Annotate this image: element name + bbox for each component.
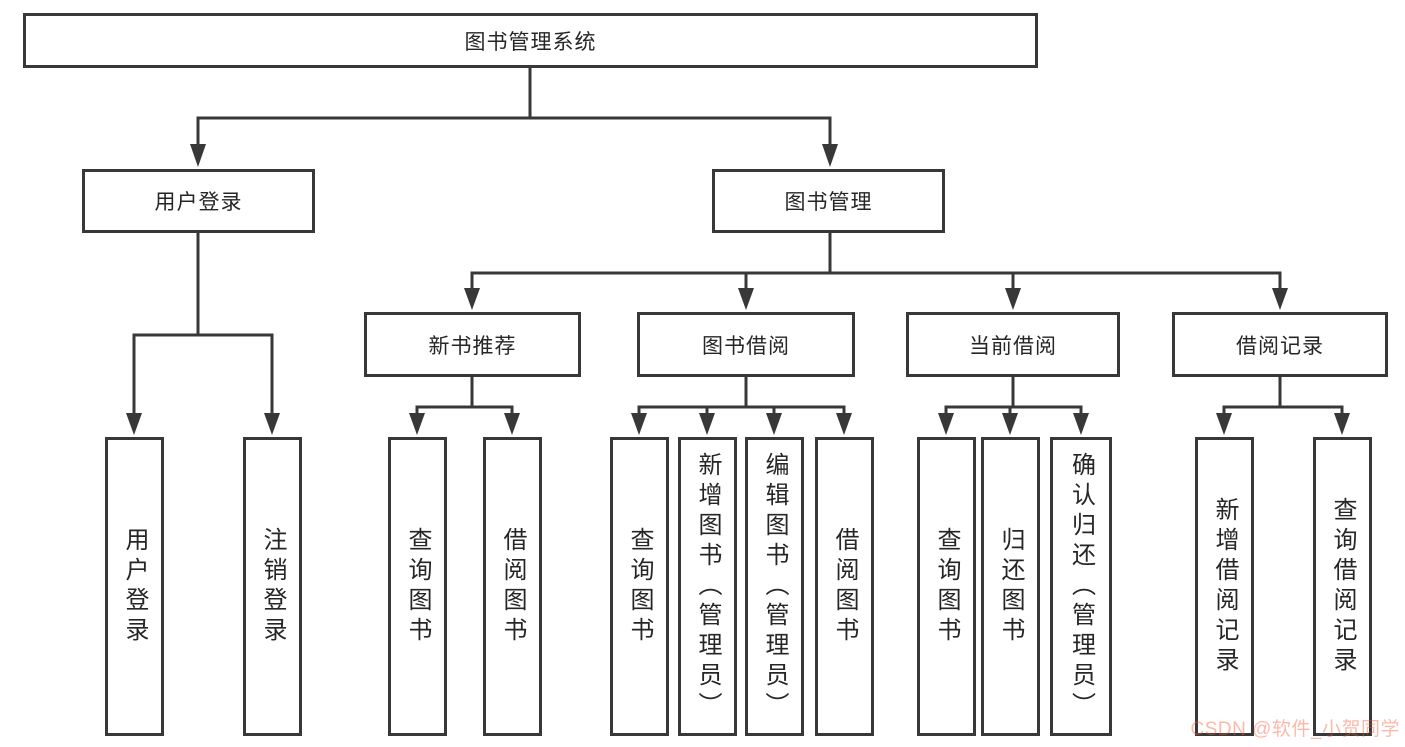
leaf-logout: 注销登录 [243, 437, 302, 736]
csdn-watermark: CSDN @软件_小贺同学 [1190, 719, 1400, 740]
node-library-management-system: 图书管理系统 [23, 13, 1038, 68]
leaf-return-books-label: 归还图书 [997, 526, 1024, 647]
leaf-borrow-books: 借阅图书 [815, 437, 874, 736]
node-book-management: 图书管理 [712, 169, 945, 233]
leaf-add-borrow-record-label: 新增借阅记录 [1211, 496, 1238, 677]
leaf-borrow-books-recommend: 借阅图书 [483, 437, 542, 736]
leaf-edit-book-admin-label: 编辑图书（管理员） [761, 451, 788, 722]
node-current-borrowing: 当前借阅 [906, 312, 1120, 377]
leaf-borrow-books-recommend-label: 借阅图书 [499, 526, 526, 647]
leaf-query-books-borrowing: 查询图书 [610, 437, 669, 736]
node-borrow-records: 借阅记录 [1172, 312, 1388, 377]
leaf-query-books-recommend-label: 查询图书 [404, 526, 431, 647]
leaf-confirm-return-admin: 确认归还（管理员） [1050, 437, 1112, 736]
leaf-user-login: 用户登录 [105, 437, 164, 736]
node-new-book-recommendation: 新书推荐 [364, 312, 581, 377]
leaf-edit-book-admin: 编辑图书（管理员） [745, 437, 804, 736]
node-book-borrowing: 图书借阅 [637, 312, 855, 377]
leaf-add-book-admin: 新增图书（管理员） [678, 437, 737, 736]
leaf-borrow-books-label: 借阅图书 [831, 526, 858, 647]
leaf-query-books-current: 查询图书 [917, 437, 976, 736]
leaf-query-books-borrowing-label: 查询图书 [626, 526, 653, 647]
leaf-confirm-return-admin-label: 确认归还（管理员） [1067, 451, 1095, 722]
leaf-query-books-current-label: 查询图书 [933, 526, 960, 647]
node-user-login: 用户登录 [82, 169, 315, 233]
leaf-query-borrow-record: 查询借阅记录 [1313, 437, 1372, 736]
leaf-add-book-admin-label: 新增图书（管理员） [694, 451, 721, 722]
leaf-add-borrow-record: 新增借阅记录 [1195, 437, 1254, 736]
leaf-logout-label: 注销登录 [259, 526, 286, 647]
leaf-user-login-label: 用户登录 [121, 526, 148, 647]
leaf-query-books-recommend: 查询图书 [388, 437, 447, 736]
leaf-return-books: 归还图书 [981, 437, 1040, 736]
leaf-query-borrow-record-label: 查询借阅记录 [1329, 496, 1356, 677]
